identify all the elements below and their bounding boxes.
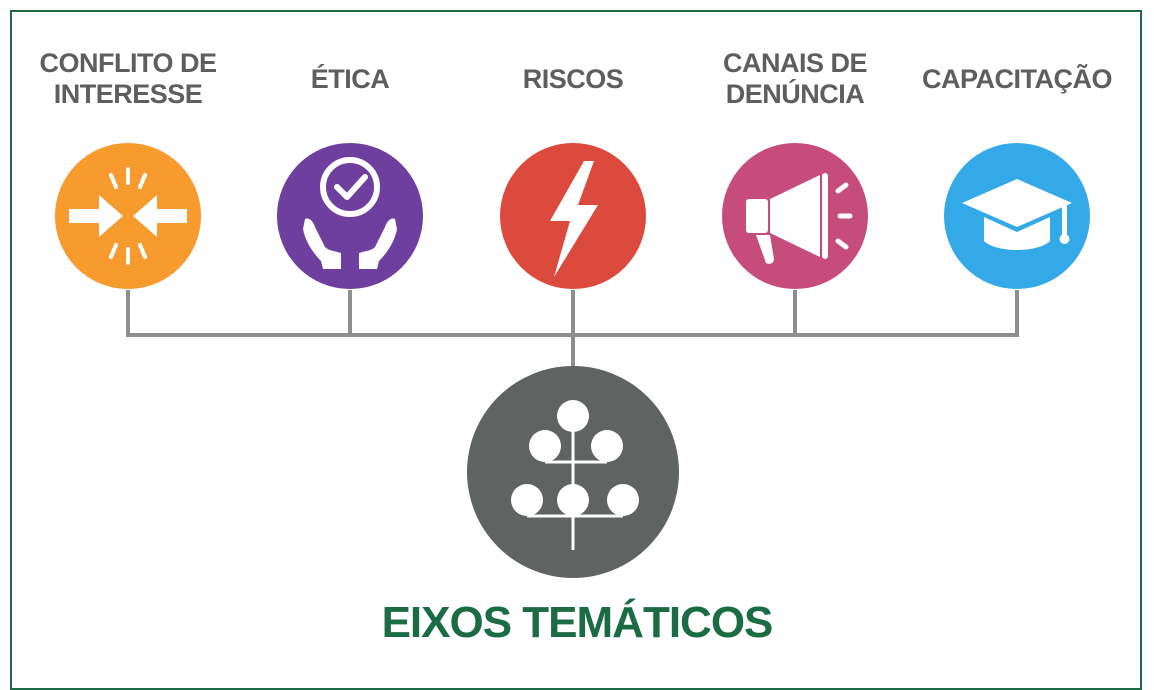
lightning-bolt-icon [550, 161, 598, 277]
node-etica [277, 143, 423, 289]
node-riscos [500, 143, 646, 289]
diagram-caption: EIXOS TEMÁTICOS [381, 598, 774, 647]
tree-structure-icon [511, 400, 639, 550]
graduation-cap-icon [962, 179, 1072, 250]
hub-eixos-tematicos [467, 366, 679, 578]
label-riscos: RISCOS [522, 64, 624, 94]
label-conflito-de-interesse: CONFLITO DE INTERESSE [39, 48, 217, 109]
megaphone-icon [746, 173, 853, 264]
node-conflito-de-interesse [55, 143, 201, 289]
label-canais-de-denuncia: CANAIS DE DENÚNCIA [722, 48, 868, 109]
connector-lines [126, 290, 1019, 366]
hands-checkmark-icon [303, 157, 397, 269]
converging-arrows-icon [69, 167, 187, 265]
label-capacitacao: CAPACITAÇÃO [922, 64, 1113, 94]
node-canais-de-denuncia [722, 143, 868, 289]
node-capacitacao [944, 143, 1090, 289]
label-etica: ÉTICA [310, 64, 390, 94]
